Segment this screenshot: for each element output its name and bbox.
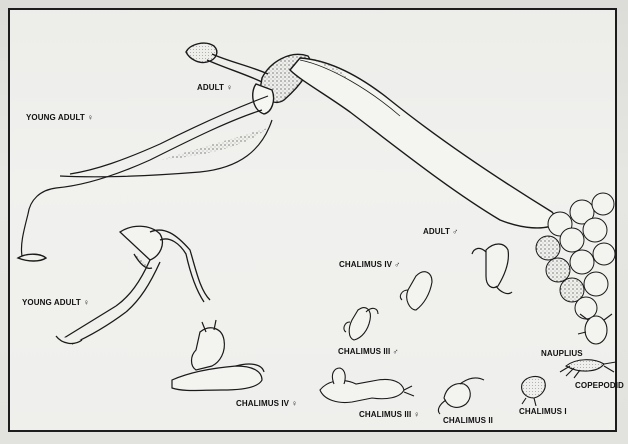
young-adult-female-mid-body <box>56 226 210 344</box>
label-chalimus-iii-male: CHALIMUS III ♂ <box>338 347 399 356</box>
copepodid-body <box>560 360 616 378</box>
label-adult-male: ADULT ♂ <box>423 227 458 236</box>
adult-male-body <box>472 244 512 294</box>
chalimus-i-body <box>522 377 546 406</box>
chalimus-ii-body <box>438 378 484 414</box>
label-chalimus-iv-female: CHALIMUS IV ♀ <box>236 399 298 408</box>
chalimus-iii-female-body <box>320 368 414 403</box>
label-copepodid: COPEPODID <box>575 381 624 390</box>
chalimus-iv-male-body <box>400 272 432 310</box>
label-chalimus-i: CHALIMUS I <box>519 407 567 416</box>
label-chalimus-iv-male: CHALIMUS IV ♂ <box>339 260 401 269</box>
chalimus-iv-female-body <box>172 320 264 391</box>
label-chalimus-iii-female: CHALIMUS III ♀ <box>359 410 420 419</box>
chalimus-iii-male-body <box>344 308 378 340</box>
label-young-adult-female-mid: YOUNG ADULT ♀ <box>22 298 89 307</box>
label-adult-female: ADULT ♀ <box>197 83 232 92</box>
label-nauplius: NAUPLIUS <box>541 349 583 358</box>
label-young-adult-female-top: YOUNG ADULT ♀ <box>26 113 93 122</box>
adult-female-body <box>18 43 560 261</box>
label-chalimus-ii: CHALIMUS II <box>443 416 493 425</box>
